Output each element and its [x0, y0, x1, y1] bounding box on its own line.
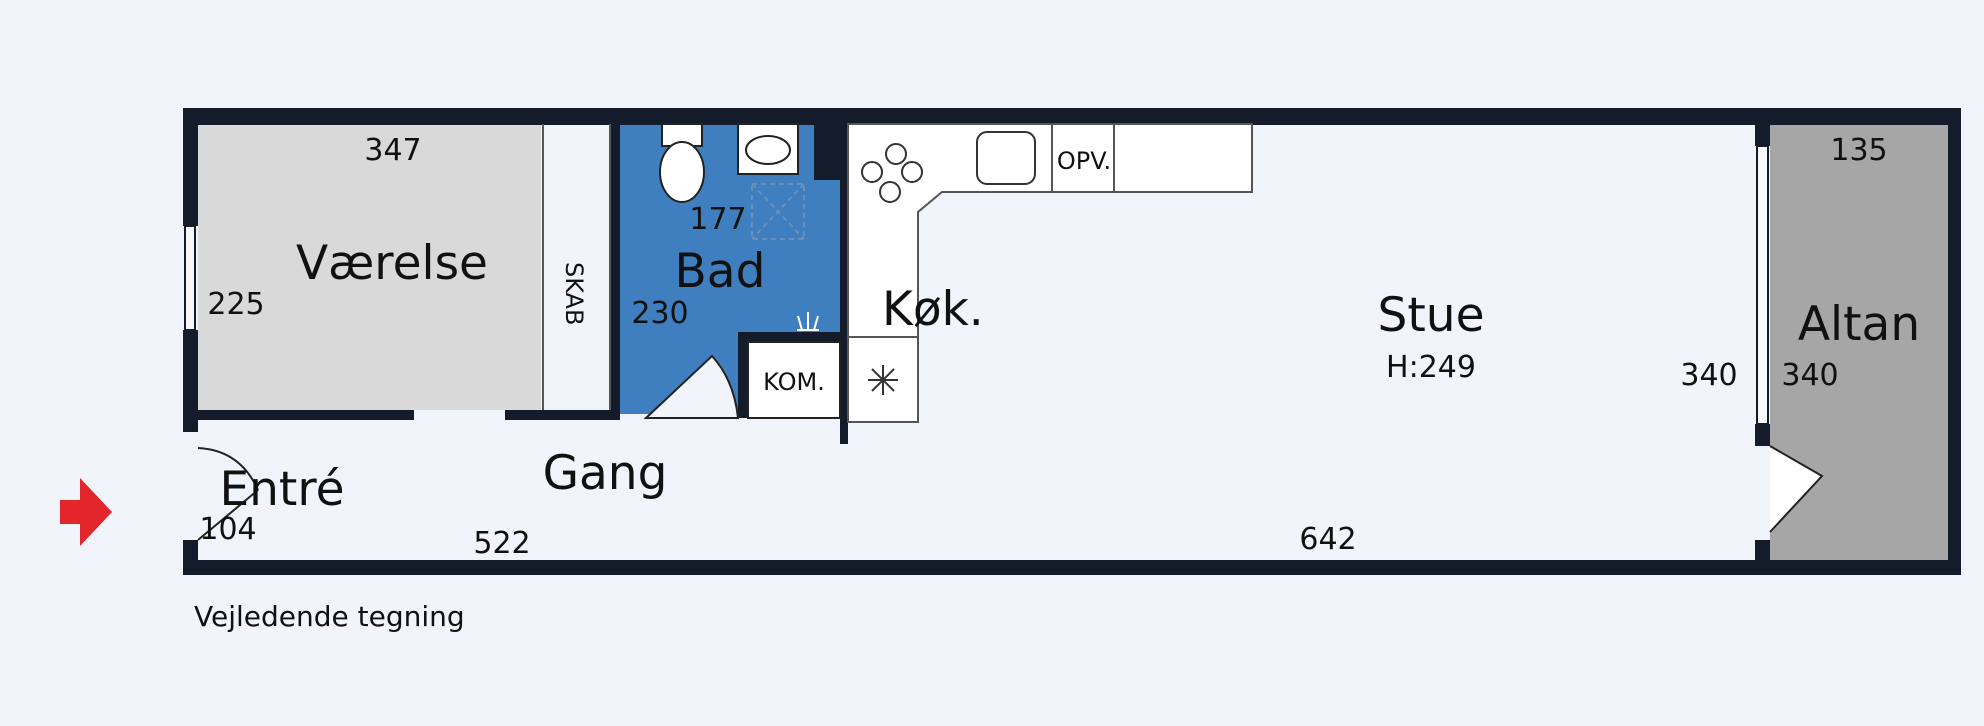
dim-stue-length: 642 [1299, 522, 1356, 557]
dim-vaerelse-depth: 225 [207, 287, 264, 322]
opv-label: OPV. [1057, 147, 1111, 175]
sink-icon [737, 123, 799, 175]
vaerelse-area [198, 124, 541, 410]
kom-unit [747, 341, 841, 419]
skab-label: SKAB [560, 262, 588, 325]
room-label-kok: Køk. [882, 282, 984, 337]
dim-stue-depth: 340 [1680, 358, 1737, 393]
skab-outline [542, 124, 611, 410]
room-label-gang: Gang [543, 446, 668, 501]
stue-window [1756, 145, 1769, 425]
dim-altan-width: 135 [1830, 133, 1887, 168]
dim-bad-depth: 230 [631, 296, 688, 331]
shower-drain-icon [751, 183, 805, 240]
kitchen-counter [847, 123, 1253, 423]
walls [183, 108, 1961, 575]
ceiling-height-label: H:249 [1386, 350, 1476, 385]
dim-altan-depth: 340 [1781, 358, 1838, 393]
kom-label: KOM. [763, 368, 825, 396]
kitchen-sink-icon [976, 131, 1036, 185]
dim-gang-length: 522 [473, 526, 530, 561]
dim-entre-width: 104 [199, 512, 256, 547]
room-label-vaerelse: Værelse [296, 236, 488, 291]
stove-icon [861, 143, 923, 203]
room-label-entre: Entré [219, 462, 344, 517]
room-label-altan: Altan [1798, 297, 1920, 352]
freezer-icon [868, 365, 898, 395]
caption: Vejledende tegning [194, 600, 465, 633]
entry-arrow-icon [60, 478, 112, 546]
vaerelse-window [184, 225, 196, 331]
shower-head-icon [797, 312, 819, 331]
room-label-bad: Bad [675, 244, 766, 299]
room-label-stue: Stue [1378, 288, 1485, 343]
dim-vaerelse-width: 347 [364, 133, 421, 168]
doors [197, 354, 1824, 541]
dim-bad-width: 177 [689, 202, 746, 237]
skab-area [543, 124, 610, 410]
toilet-icon [659, 123, 705, 203]
